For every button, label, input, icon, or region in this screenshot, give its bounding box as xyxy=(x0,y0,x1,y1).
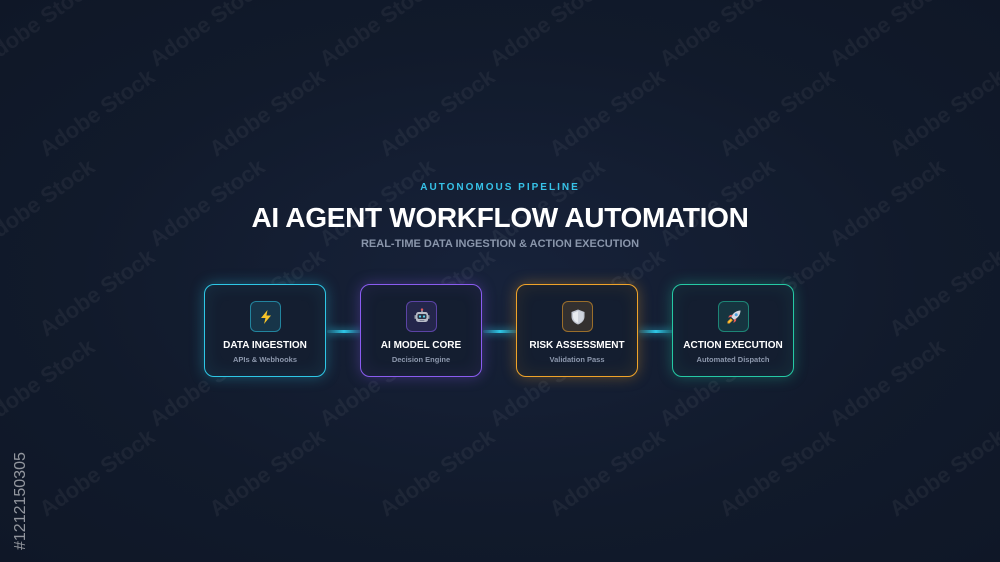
step-subtitle: Automated Dispatch xyxy=(696,355,770,364)
lightning-icon xyxy=(260,309,271,324)
step-card-risk-assessment: RISK ASSESSMENT Validation Pass xyxy=(516,284,638,377)
diagram-title: AI AGENT WORKFLOW AUTOMATION xyxy=(251,202,749,233)
connector-3 xyxy=(639,330,673,333)
icon-frame xyxy=(406,301,437,332)
step-title: DATA INGESTION xyxy=(223,340,307,351)
diagram-header: AUTONOMOUS PIPELINE AI AGENT WORKFLOW AU… xyxy=(0,181,1000,251)
stock-id-text: #1212150305 xyxy=(12,452,29,550)
icon-frame xyxy=(718,301,749,332)
connector-1 xyxy=(327,330,361,333)
step-title: AI MODEL CORE xyxy=(380,340,462,351)
pipeline: DATA INGESTION APIs & Webhooks AI MODEL … xyxy=(0,284,1000,380)
step-subtitle: Decision Engine xyxy=(391,355,451,364)
rocket-icon xyxy=(727,310,740,323)
step-card-ai-model-core: AI MODEL CORE Decision Engine xyxy=(360,284,482,377)
connector-2 xyxy=(483,330,517,333)
step-subtitle: APIs & Webhooks xyxy=(232,355,298,364)
step-card-data-ingestion: DATA INGESTION APIs & Webhooks xyxy=(204,284,326,377)
icon-frame xyxy=(250,301,281,332)
step-subtitle: Validation Pass xyxy=(549,355,605,364)
diagram-subtitle: REAL-TIME DATA INGESTION & ACTION EXECUT… xyxy=(360,238,640,250)
icon-frame xyxy=(562,301,593,332)
shield-icon xyxy=(571,309,584,324)
step-title: ACTION EXECUTION xyxy=(683,340,783,351)
step-card-action-execution: ACTION EXECUTION Automated Dispatch xyxy=(672,284,794,377)
robot-icon xyxy=(414,307,429,322)
step-title: RISK ASSESSMENT xyxy=(529,340,625,351)
eyebrow-label: AUTONOMOUS PIPELINE xyxy=(420,182,580,193)
